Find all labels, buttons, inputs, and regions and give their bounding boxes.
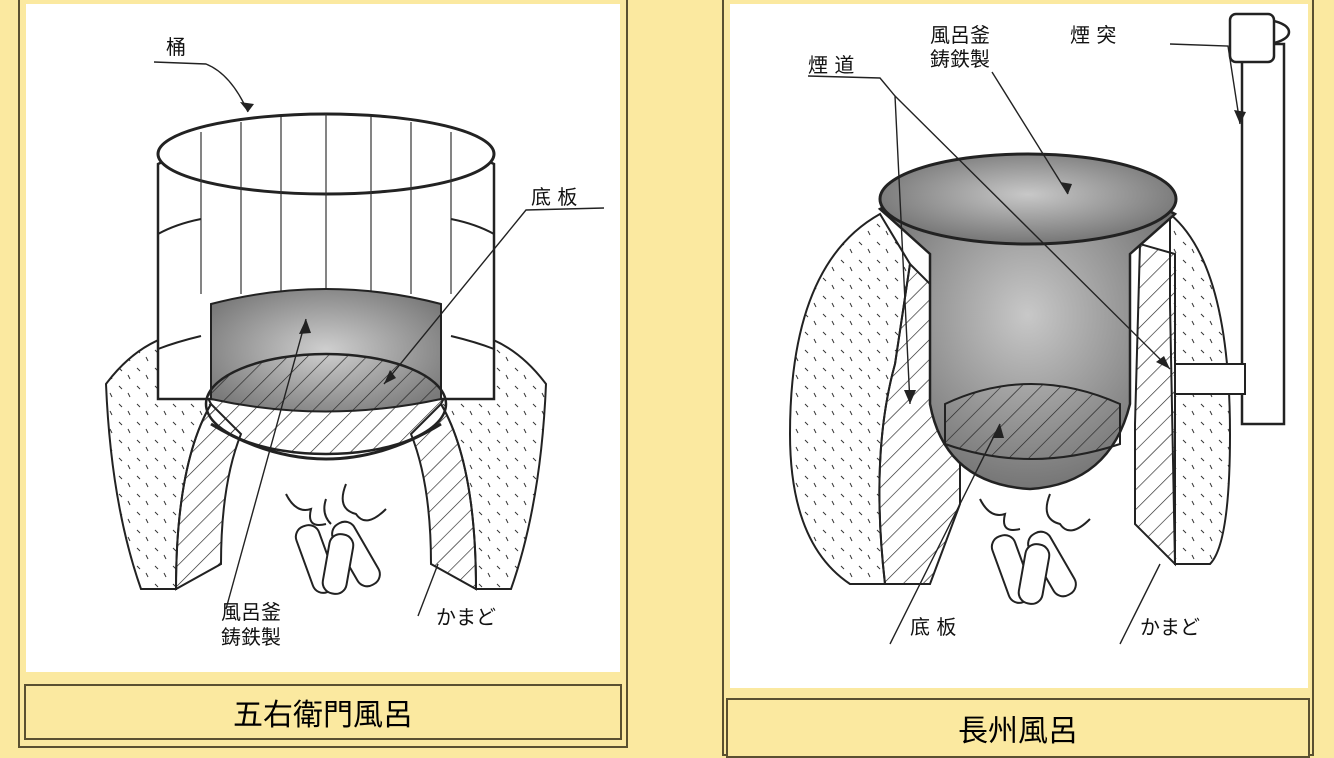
- goemon-caption-text: 五右衛門風呂: [233, 698, 413, 733]
- label-endo: 煙 道: [808, 53, 854, 77]
- label-kamado: かまど: [436, 605, 496, 629]
- goemon-caption: 五右衛門風呂: [24, 684, 622, 740]
- label-kamado: かまど: [1140, 615, 1200, 639]
- goemon-panel: 桶 底 板 風呂釜 鋳鉄製 かまど 五右衛門風呂: [18, 0, 628, 748]
- goemon-diagram: 桶 底 板 風呂釜 鋳鉄製 かまど: [26, 4, 620, 672]
- barrel-staves: [200, 114, 452, 294]
- firewood: [294, 520, 381, 595]
- bottom-board: [204, 352, 448, 456]
- choshu-panel: 煙 道 風呂釜 鋳鉄製 煙 突 底 板 かまど 長州風呂: [722, 0, 1314, 758]
- label-sokoita: 底 板: [910, 615, 956, 639]
- choshu-caption-text: 長州風呂: [958, 714, 1078, 749]
- bottom-board: [944, 383, 1121, 460]
- barrel-hoops: [157, 218, 495, 350]
- flames: [285, 483, 387, 526]
- choshu-illustration: 煙 道 風呂釜 鋳鉄製 煙 突 底 板 かまど: [788, 12, 1291, 645]
- choshu-caption: 長州風呂: [726, 698, 1310, 758]
- label-oke: 桶: [166, 35, 186, 59]
- flue-pipe: [1174, 363, 1246, 395]
- label-kama-2: 鋳鉄製: [221, 625, 281, 649]
- label-kama-1: 風呂釜: [221, 600, 281, 624]
- flames: [979, 493, 1091, 532]
- firewood: [990, 530, 1077, 605]
- choshu-diagram: 煙 道 風呂釜 鋳鉄製 煙 突 底 板 かまど: [730, 4, 1308, 688]
- kamado-right-section: [1134, 242, 1176, 567]
- leader-lines: [807, 43, 1241, 645]
- chimney: [1240, 42, 1286, 426]
- label-sokoita: 底 板: [531, 185, 577, 209]
- label-kama-2: 鋳鉄製: [930, 47, 990, 71]
- label-entotsu: 煙 突: [1070, 23, 1116, 47]
- goemon-illustration: 桶 底 板 風呂釜 鋳鉄製 かまど: [104, 35, 605, 649]
- label-kama-1: 風呂釜: [930, 23, 990, 47]
- pot-rim: [878, 152, 1178, 246]
